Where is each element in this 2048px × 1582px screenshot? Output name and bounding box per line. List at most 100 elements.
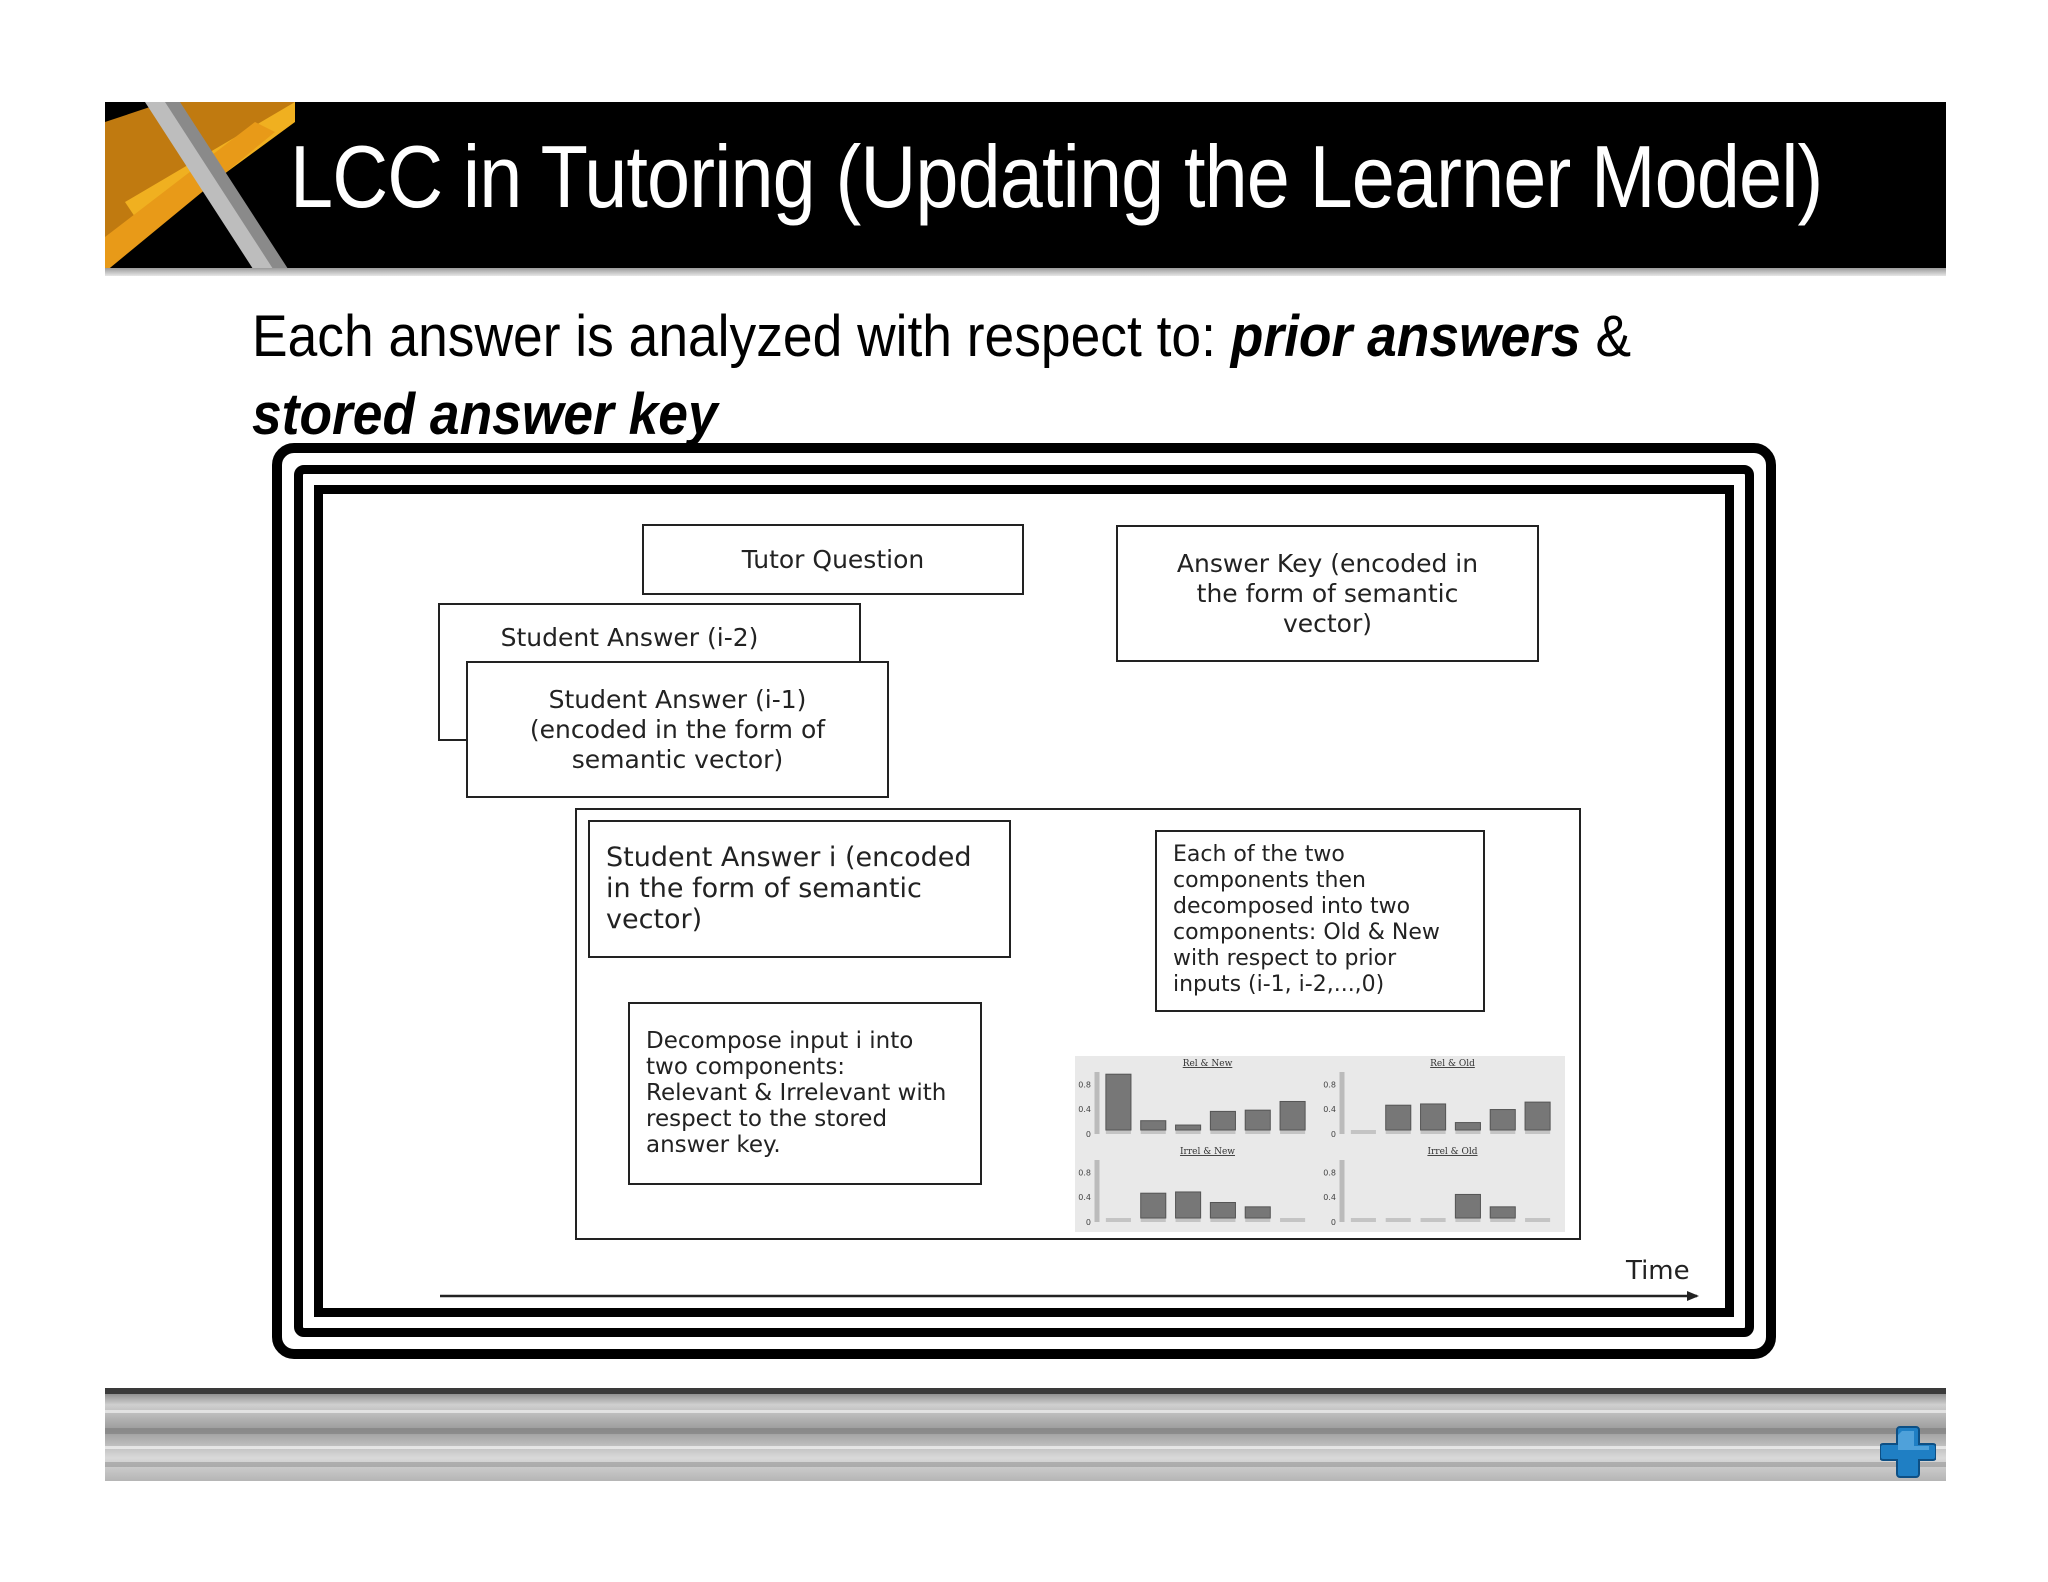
mini-chart-bar bbox=[1524, 1101, 1551, 1131]
mini-chart-tick-label: 0.8 bbox=[1078, 1080, 1091, 1089]
mini-chart-bar bbox=[1209, 1202, 1236, 1219]
old-new-line: components: Old & New bbox=[1173, 920, 1440, 945]
decompose-box: Decompose input i into two components: R… bbox=[628, 1002, 982, 1185]
answer-key-box: Answer Key (encoded in the form of seman… bbox=[1116, 525, 1539, 662]
mini-chart-tick-label: 0.4 bbox=[1078, 1105, 1091, 1114]
mini-chart-bar bbox=[1244, 1206, 1271, 1219]
mini-chart-bar bbox=[1175, 1191, 1202, 1219]
old-new-line: components then bbox=[1173, 868, 1366, 893]
mini-chart-title: Irrel & New bbox=[1180, 1147, 1235, 1157]
old-new-line: inputs (i-1, i-2,...,0) bbox=[1173, 972, 1385, 997]
answer-key-line: the form of semantic bbox=[1196, 578, 1459, 608]
decompose-line: Decompose input i into bbox=[646, 1028, 914, 1054]
mini-chart: Rel & New 0.8 0.4 0 bbox=[1078, 1059, 1306, 1139]
mini-chart-bar-base bbox=[1525, 1218, 1551, 1222]
tutor-question-line: Tutor Question bbox=[741, 544, 925, 574]
mini-chart-bar-base bbox=[1175, 1130, 1201, 1134]
student-answer-i-line: in the form of semantic bbox=[606, 873, 922, 904]
figure-frame-outer bbox=[272, 443, 1776, 1359]
answer-key-line: Answer Key (encoded in bbox=[1176, 548, 1479, 578]
mini-chart: Irrel & Old 0.8 0.4 0 bbox=[1323, 1147, 1551, 1227]
mini-chart-bar-base bbox=[1245, 1130, 1271, 1134]
subtitle-prefix: Each answer is analyzed with respect to: bbox=[252, 304, 1231, 369]
old-new-decomposition-box: Each of the two components then decompos… bbox=[1155, 830, 1485, 1012]
mini-chart-bar bbox=[1105, 1073, 1132, 1131]
student-answer-i1-line: Student Answer (i-1) bbox=[548, 684, 807, 714]
student-answer-i1-line: (encoded in the form of bbox=[529, 714, 826, 744]
mini-chart-tick-label: 0.8 bbox=[1323, 1168, 1336, 1177]
mini-chart-tick-label: 0.8 bbox=[1078, 1168, 1091, 1177]
mini-chart-tick-label: 0 bbox=[1086, 1130, 1091, 1139]
mini-chart-bar bbox=[1209, 1110, 1236, 1131]
mini-chart-bar-base bbox=[1455, 1218, 1481, 1222]
decompose-line: answer key. bbox=[646, 1132, 781, 1158]
mini-chart-bar-base bbox=[1385, 1130, 1411, 1134]
mini-chart-bar-base bbox=[1420, 1130, 1446, 1134]
mini-chart-bar bbox=[1420, 1103, 1447, 1131]
time-axis-label: Time bbox=[1626, 1256, 1690, 1286]
mini-chart-bar-base bbox=[1105, 1218, 1131, 1222]
mini-chart: Rel & Old 0.8 0.4 0 bbox=[1323, 1059, 1551, 1139]
plus-icon bbox=[1880, 1426, 1936, 1478]
decompose-line: two components: bbox=[646, 1054, 846, 1080]
mini-chart-tick-label: 0.4 bbox=[1323, 1193, 1336, 1202]
mini-chart-tick-label: 0 bbox=[1086, 1218, 1091, 1227]
banner-shadow bbox=[105, 268, 1946, 276]
mini-chart-bar-base bbox=[1490, 1218, 1516, 1222]
mini-chart-bar-base bbox=[1105, 1130, 1131, 1134]
diagram-figure: Tutor Question Answer Key (encoded in th… bbox=[323, 494, 1725, 1308]
old-new-line: Each of the two bbox=[1173, 842, 1345, 867]
mini-chart-bar bbox=[1244, 1109, 1271, 1131]
mini-chart-title: Irrel & Old bbox=[1427, 1147, 1477, 1157]
figure-frame-inner bbox=[314, 485, 1734, 1317]
mini-chart: Irrel & New 0.8 0.4 0 bbox=[1078, 1147, 1306, 1227]
mini-chart-tick-label: 0 bbox=[1331, 1218, 1336, 1227]
mini-chart-bar bbox=[1454, 1122, 1481, 1131]
subtitle: Each answer is analyzed with respect to:… bbox=[252, 298, 1669, 454]
mini-chart-bar-base bbox=[1175, 1218, 1201, 1222]
student-answer-i-line: vector) bbox=[606, 904, 703, 935]
title-banner: LCC in Tutoring (Updating the Learner Mo… bbox=[105, 102, 1946, 272]
mini-chart-bar-base bbox=[1140, 1218, 1166, 1222]
student-answer-i-box: Student Answer i (encoded in the form of… bbox=[588, 820, 1011, 958]
mini-chart-bar bbox=[1175, 1124, 1202, 1131]
mini-chart-bar bbox=[1279, 1100, 1306, 1131]
mini-chart-bar-base bbox=[1245, 1218, 1271, 1222]
footer-bar bbox=[105, 1388, 1946, 1481]
mini-chart-bar-base bbox=[1210, 1130, 1236, 1134]
mini-chart-bar-base bbox=[1490, 1130, 1516, 1134]
decompose-line: Relevant & Irrelevant with bbox=[646, 1080, 947, 1106]
mini-chart-title: Rel & Old bbox=[1430, 1059, 1475, 1069]
mini-chart-tick-label: 0.8 bbox=[1323, 1080, 1336, 1089]
student-answer-i1-box: Student Answer (i-1) (encoded in the for… bbox=[466, 661, 889, 798]
mini-chart-bar-base bbox=[1455, 1130, 1481, 1134]
mini-chart-bar-base bbox=[1280, 1218, 1306, 1222]
mini-chart-bar bbox=[1385, 1104, 1412, 1131]
mini-chart-bar-base bbox=[1210, 1218, 1236, 1222]
banner-stripes-icon bbox=[105, 102, 295, 272]
mini-chart-bar bbox=[1489, 1109, 1516, 1131]
mini-chart-tick-label: 0 bbox=[1331, 1130, 1336, 1139]
answer-key-line: vector) bbox=[1282, 608, 1373, 638]
mini-chart-tick-label: 0.4 bbox=[1323, 1105, 1336, 1114]
subtitle-emphasis-prior-answers: prior answers bbox=[1230, 304, 1581, 369]
student-answer-i1-line: semantic vector) bbox=[571, 744, 784, 774]
mini-chart-bar-base bbox=[1140, 1130, 1166, 1134]
decompose-line: respect to the stored bbox=[646, 1106, 888, 1132]
mini-chart-tick-label: 0.4 bbox=[1078, 1193, 1091, 1202]
mini-chart-bar bbox=[1489, 1206, 1516, 1219]
mini-chart-bar bbox=[1140, 1120, 1167, 1131]
mini-chart-bar-base bbox=[1350, 1130, 1376, 1134]
figure-frame-middle bbox=[294, 465, 1754, 1337]
mini-chart-bar-base bbox=[1420, 1218, 1446, 1222]
tutor-question-box: Tutor Question bbox=[642, 524, 1024, 595]
mini-chart-bar bbox=[1454, 1193, 1481, 1219]
slide-title: LCC in Tutoring (Updating the Learner Mo… bbox=[290, 127, 1823, 226]
mini-chart-title: Rel & New bbox=[1183, 1059, 1233, 1069]
subtitle-emphasis-stored-answer-key: stored answer key bbox=[252, 382, 718, 447]
old-new-line: decomposed into two bbox=[1173, 894, 1411, 919]
mini-chart-bar-base bbox=[1385, 1218, 1411, 1222]
mini-chart-bar bbox=[1140, 1192, 1167, 1219]
